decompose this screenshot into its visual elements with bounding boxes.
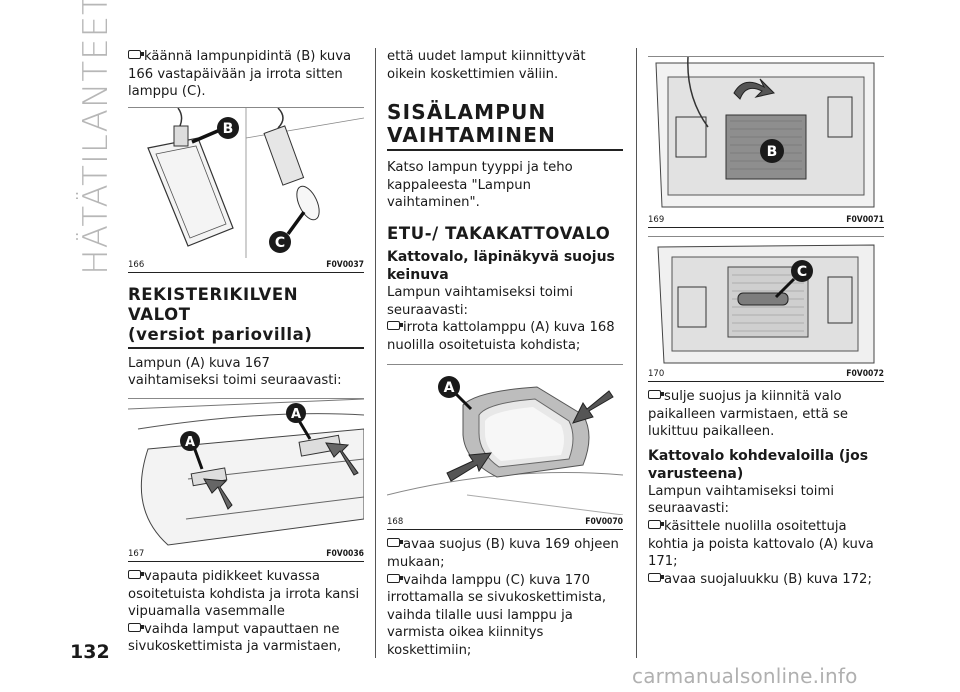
paragraph: Lampun (A) kuva 167 vaihtamiseksi toimi … (128, 355, 342, 389)
column-1: käännä lampunpidintä (B) kuva 166 vastap… (128, 48, 364, 656)
watermark: carmanualsonline.info (632, 664, 858, 688)
paragraph: että uudet lamput kiinnittyvät oikein ko… (387, 49, 586, 82)
page-number: 132 (70, 641, 110, 663)
callout-a (438, 376, 460, 399)
bullet-icon (128, 569, 144, 579)
bullet-icon (648, 519, 664, 529)
bullet-icon (387, 573, 403, 583)
section-heading: REKISTERIKILVEN VALOT(versiot pariovilla… (128, 284, 313, 344)
bullet-icon (128, 622, 144, 632)
heading-rule (387, 149, 623, 152)
column-divider (636, 48, 637, 658)
callout-a (180, 430, 200, 451)
bullet-item: sulje suojus ja kiinnitä valo paikalleen… (648, 389, 848, 440)
svg-text:A: A (444, 380, 455, 396)
figure-168-illustration: A (387, 376, 623, 516)
subheading: Kattovalo kohdevaloilla (jos varusteena) (648, 447, 869, 482)
svg-text:C: C (797, 264, 807, 280)
bullet-icon (648, 572, 664, 582)
bullet-item: vaihda lamput vapauttaen ne sivukosketti… (128, 621, 342, 655)
svg-text:C: C (275, 235, 285, 251)
callout-b (217, 116, 239, 139)
bullet-item: irrota kattolamppu (A) kuva 168 nuolilla… (387, 320, 615, 353)
callout-b (760, 139, 784, 163)
bullet-item: käännä lampunpidintä (B) kuva 166 vastap… (128, 49, 352, 100)
bullet-item: avaa suojus (B) kuva 169 ohjeen mukaan; (387, 537, 619, 570)
column-divider (375, 48, 376, 658)
subheading: Kattovalo, läpinäkyvä suojus keinuva (387, 248, 615, 283)
bullet-icon (128, 50, 144, 59)
paragraph: Lampun vaihtamiseksi toimi seuraavasti: (648, 483, 834, 517)
figure-170-illustration: C (657, 244, 875, 364)
bullet-item: käsittele nuolilla osoitettuja kohtia ja… (648, 518, 874, 570)
bullet-icon (387, 321, 403, 331)
heading-rule (128, 346, 364, 349)
callout-c (269, 230, 291, 253)
svg-text:B: B (767, 144, 778, 160)
paragraph: Lampun vaihtamiseksi toimi seuraavasti: (387, 284, 573, 318)
bullet-item: vaihda lamppu (C) kuva 170 irrottamalla … (387, 572, 607, 658)
bullet-icon (387, 538, 403, 548)
paragraph: Katso lampun tyyppi ja teho kappaleesta … (387, 160, 573, 211)
callout-c (791, 260, 813, 282)
subsection-heading: ETU-/ TAKAKATTOVALO (387, 223, 611, 243)
callout-a (286, 402, 306, 423)
svg-text:A: A (291, 407, 301, 422)
svg-text:B: B (223, 121, 234, 137)
figure-167-illustration: A A (128, 398, 364, 546)
svg-text:A: A (185, 435, 195, 450)
figure-166-illustration: B C (147, 107, 364, 258)
bullet-item: avaa suojaluukku (B) kuva 172; (648, 571, 884, 589)
bullet-item: vapauta pidikkeet kuvassa osoitetuista k… (128, 568, 360, 620)
figure-169-illustration: B (648, 57, 884, 213)
bullet-icon (648, 390, 664, 399)
chapter-side-title: HÄTÄTILANTEET (76, 0, 116, 275)
column-2: että uudet lamput kiinnittyvät oikein ko… (387, 48, 623, 660)
